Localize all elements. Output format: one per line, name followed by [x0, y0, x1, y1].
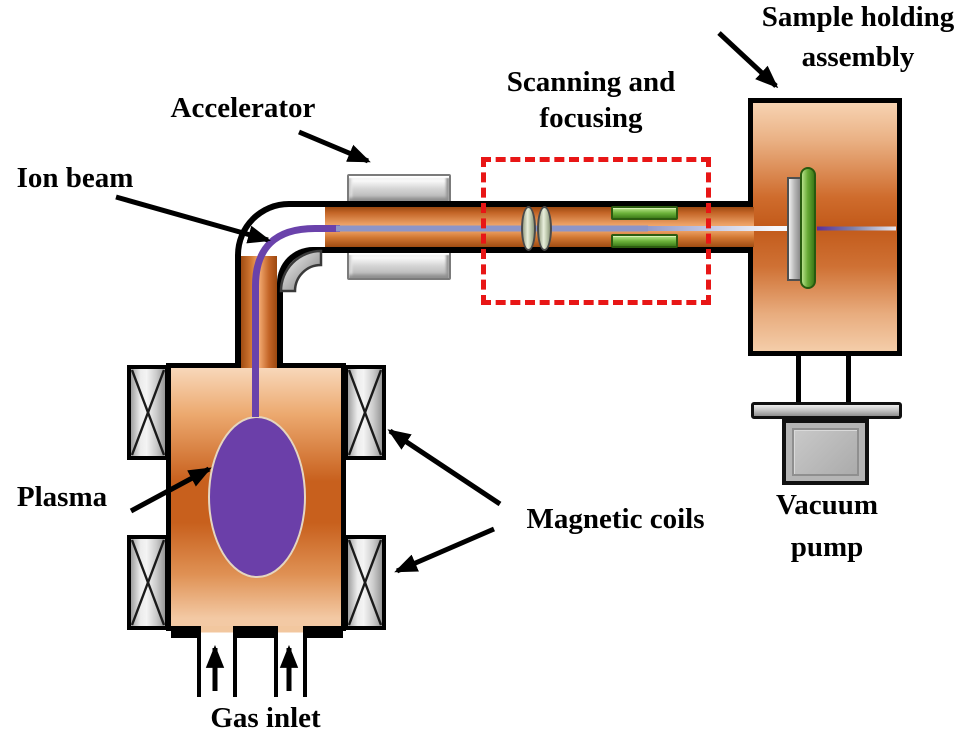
label-sample-holding-line1: Sample holding: [761, 1, 955, 33]
accelerator-arrow: [298, 129, 371, 164]
gas-inlet-opening-left: [201, 626, 233, 697]
accelerator-plate-top: [347, 174, 451, 203]
gas-inlet-right-tube-wall: [303, 629, 307, 697]
label-sample-holding-line2: assembly: [801, 41, 915, 73]
beam-tube-bottom-wall: [320, 247, 753, 253]
label-accelerator: Accelerator: [170, 92, 316, 124]
pump-neck-right-wall: [846, 353, 851, 404]
magnetic-coil-bottom-right: [344, 535, 386, 630]
gas-inlet-left-tube-wall: [233, 629, 237, 697]
pump-neck-left-wall: [796, 353, 801, 404]
accelerator-plate-bottom: [347, 251, 451, 280]
beam-tube-top-wall: [300, 201, 753, 207]
magnetic-coils-upper-arrow: [387, 428, 502, 507]
vacuum-pump-body-inner-panel: [792, 428, 859, 476]
label-vacuum-pump-line2: pump: [790, 531, 864, 563]
magnetic-coils-lower-arrow: [394, 526, 495, 574]
magnetic-coil-bottom-left: [127, 535, 169, 630]
chamber-bottom-ledge: [171, 628, 199, 638]
gas-inlet-left-tube-wall: [197, 629, 201, 697]
label-vacuum-pump-line1: Vacuum: [775, 489, 879, 521]
chamber-bottom-ledge: [237, 628, 274, 638]
label-ion-beam: Ion beam: [16, 162, 134, 194]
gas-inlet-opening-right: [278, 626, 303, 697]
sample-holding-chamber: [748, 98, 902, 356]
scanning-focusing-region-box: [481, 157, 711, 305]
beam-tube-bend-inner-wall: [277, 247, 335, 368]
label-scanning-line1: Scanning and: [506, 66, 676, 98]
label-plasma: Plasma: [16, 481, 108, 513]
beam-tube-bend-outer-wall: [235, 201, 335, 368]
magnetic-coil-top-left: [127, 365, 169, 460]
scanning-plate-top: [611, 206, 678, 220]
label-scanning-line2: focusing: [539, 102, 643, 134]
label-magnetic-coils: Magnetic coils: [526, 503, 705, 535]
chamber-bottom-ledge: [307, 628, 343, 638]
vacuum-pump-body: [782, 419, 869, 485]
vacuum-pump-flange: [751, 402, 902, 419]
scanning-plate-bottom: [611, 234, 678, 248]
gas-inlet-right-tube-wall: [274, 629, 278, 697]
sample-holder-front-plate: [800, 167, 816, 289]
plasma-ellipse: [208, 416, 306, 578]
label-gas-inlet: Gas inlet: [210, 702, 321, 734]
magnetic-coil-top-right: [344, 365, 386, 460]
